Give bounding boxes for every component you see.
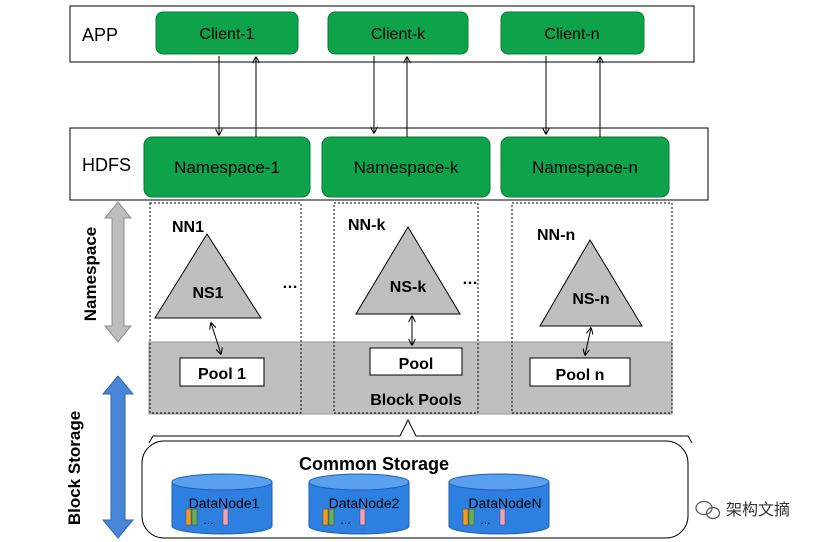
- svg-text:架构文摘: 架构文摘: [726, 501, 790, 519]
- wechat-icon: [695, 500, 721, 520]
- svg-text:DataNodeN: DataNodeN: [468, 495, 541, 511]
- namespace-box-1: Namespace-1: [143, 136, 311, 198]
- namespace-side-label: Namespace: [81, 227, 100, 322]
- svg-text:Namespace-1: Namespace-1: [174, 158, 280, 177]
- client-namespace-arrows: [219, 56, 600, 137]
- namenode-title-n: NN-n: [537, 227, 575, 244]
- ellipsis-1: …: [282, 275, 298, 292]
- namenode-column-1: [149, 202, 302, 414]
- namenode-title-1: NN1: [172, 219, 204, 236]
- block-storage-side-label: Block Storage: [65, 411, 84, 525]
- svg-text:Client-k: Client-k: [371, 26, 426, 43]
- client-box-n: Client-n: [500, 11, 645, 55]
- datanode-cylinder-n: DataNodeN …: [448, 473, 550, 535]
- datanode-cylinder-1: DataNode1 …: [171, 473, 273, 535]
- svg-text:Namespace-n: Namespace-n: [532, 158, 638, 177]
- watermark: 架构文摘: [695, 500, 790, 520]
- svg-text:DataNode1: DataNode1: [189, 495, 260, 511]
- svg-text:…: …: [340, 515, 351, 527]
- svg-text:Namespace-k: Namespace-k: [354, 158, 459, 177]
- namenode-column-n: [511, 202, 673, 414]
- hdfs-layer-label: HDFS: [82, 155, 131, 175]
- svg-text:Client-n: Client-n: [544, 26, 599, 43]
- block-pools-label: Block Pools: [370, 392, 462, 409]
- ellipsis-2: …: [462, 271, 478, 288]
- namespace-triangle-1: NS1: [154, 233, 262, 319]
- svg-text:Pool: Pool: [399, 356, 434, 373]
- storage-bracket: [148, 418, 693, 444]
- pool-box-k: Pool: [369, 347, 463, 376]
- namespace-box-k: Namespace-k: [321, 136, 491, 198]
- svg-text:NS-n: NS-n: [572, 291, 609, 308]
- svg-text:…: …: [480, 515, 491, 527]
- svg-text:NS-k: NS-k: [390, 279, 427, 296]
- namespace-box-n: Namespace-n: [500, 136, 670, 198]
- svg-text:NS1: NS1: [192, 285, 223, 302]
- svg-text:Pool n: Pool n: [556, 367, 605, 384]
- client-box-k: Client-k: [327, 11, 469, 55]
- pool-box-1: Pool 1: [179, 357, 265, 387]
- ns-pool-arrows: [211, 316, 591, 355]
- namenode-column-k: [333, 202, 479, 414]
- block-storage-side-arrow: [101, 375, 135, 539]
- namespace-side-arrow: [103, 201, 133, 343]
- namespace-triangle-k: NS-k: [355, 226, 461, 315]
- svg-text:…: …: [203, 515, 214, 527]
- app-layer-label: APP: [82, 25, 118, 45]
- svg-text:Pool 1: Pool 1: [198, 366, 246, 383]
- svg-text:Client-1: Client-1: [199, 26, 254, 43]
- client-box-1: Client-1: [155, 11, 299, 55]
- pool-box-n: Pool n: [529, 357, 631, 387]
- datanode-cylinder-2: DataNode2 …: [308, 473, 410, 535]
- common-storage-label: Common Storage: [299, 454, 449, 474]
- svg-text:DataNode2: DataNode2: [329, 495, 400, 511]
- common-storage-box: [141, 440, 689, 539]
- namenode-title-k: NN-k: [348, 217, 385, 234]
- namespace-triangle-n: NS-n: [539, 239, 643, 327]
